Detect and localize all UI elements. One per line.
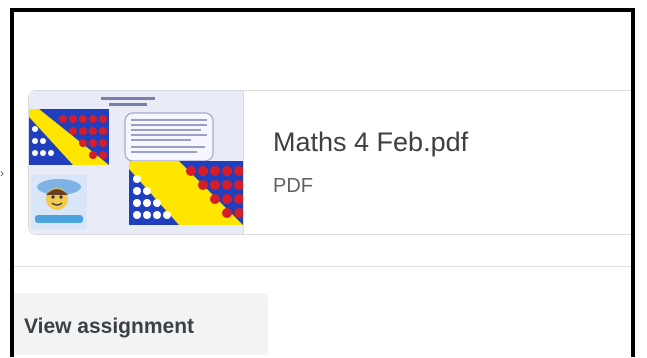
view-assignment-button[interactable]: View assignment [14, 293, 268, 355]
assignment-panel: Maths 4 Feb.pdf PDF View assignment [10, 8, 635, 357]
attachment-card[interactable]: Maths 4 Feb.pdf PDF [28, 90, 631, 235]
edge-marker: › [0, 166, 4, 180]
view-assignment-label: View assignment [24, 315, 195, 338]
attachment-file-type: PDF [273, 175, 313, 197]
attachment-file-name[interactable]: Maths 4 Feb.pdf [273, 127, 469, 157]
worksheet-preview-icon [29, 91, 243, 234]
pdf-preview-thumbnail[interactable] [29, 91, 244, 234]
section-divider [14, 266, 631, 267]
